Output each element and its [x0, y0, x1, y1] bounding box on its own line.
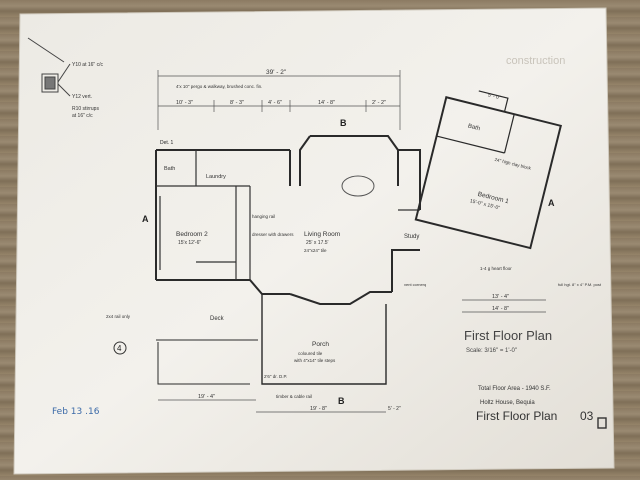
- detail-diagonal: [27, 37, 65, 63]
- plan-title: First Floor Plan: [464, 328, 552, 343]
- exterior-walls: [155, 135, 421, 305]
- detail-note-1: Y10 at 16" c/c: [72, 62, 103, 68]
- wall-living-south: [289, 291, 392, 305]
- detail-note-2: Y12 vert.: [72, 94, 92, 100]
- section-mark-b-top: B: [340, 118, 347, 128]
- right-bath-east-wall: [503, 114, 515, 154]
- section-mark-a-left: A: [142, 214, 149, 224]
- dresser-note: dresser with drawers: [252, 232, 294, 237]
- sheet-number: 03: [580, 409, 594, 423]
- bottom-dimension-lines: [158, 299, 546, 413]
- room-laundry: Laundry: [206, 174, 226, 180]
- dim-seg3: 4' - 6": [268, 100, 282, 106]
- dim-porch-bottom: 19' - 8": [310, 406, 327, 412]
- room-living: Living Room: [304, 231, 340, 238]
- right-top-wall: [478, 90, 509, 112]
- dim-seg4: 14' - 8": [318, 100, 335, 106]
- column-detail: [27, 37, 71, 97]
- rail-only-note: 2x4 rail only: [106, 314, 131, 319]
- deck-edge: [157, 342, 250, 385]
- right-wing-walls: [414, 96, 563, 250]
- top-dimension-lines: [157, 70, 401, 130]
- dim-right-bottom-2: 14' - 8": [492, 306, 509, 312]
- dim-seg1: 10' - 3": [176, 100, 193, 106]
- grid-bubble: [113, 341, 127, 355]
- dim-seg5: 2' - 2": [372, 100, 386, 106]
- wall-study-south: [391, 249, 420, 292]
- column-detail-outline: [41, 73, 59, 93]
- section-mark-b-bottom: B: [338, 396, 345, 406]
- detail-leader-2: [57, 83, 71, 97]
- vent-note: vent cornerq: [404, 282, 426, 287]
- pergola-note: 4'x 10" pergo & walkway, brushed conc. f…: [176, 84, 262, 89]
- interior-walls: [156, 150, 420, 280]
- porch-walls: [261, 294, 387, 385]
- wall-study-east: [398, 149, 421, 210]
- watermark-text: construction: [506, 55, 565, 67]
- wall-south-west: [156, 279, 290, 295]
- section-mark-a-right: A: [548, 198, 555, 208]
- total-floor-area: Total Floor Area - 1940 S.F.: [478, 386, 551, 392]
- detail-leader-1: [57, 63, 71, 83]
- right-bath-wall: [436, 135, 505, 154]
- living-tile-note: 24"x24" tile: [304, 248, 327, 253]
- post-note: full hgt. 8" x 4" P.M. post: [558, 282, 602, 287]
- dim-side-right: 5' - 2": [388, 406, 401, 412]
- hanging-rail-note: hanging rail: [252, 214, 275, 219]
- detail-note-3: R10 stirrups: [72, 106, 99, 112]
- room-bedroom-2: Bedroom 2: [176, 231, 208, 238]
- room-living-size: 25' x 17.5': [306, 240, 329, 246]
- column-detail-core: [44, 76, 56, 90]
- wall-bay-west: [299, 135, 311, 186]
- room-deck: Deck: [210, 316, 225, 322]
- dp-note: 2'6" dr. D.P.: [264, 374, 287, 379]
- dim-overall-top: 39' - 2": [266, 69, 287, 76]
- dim-right-bottom-1: 13' - 4": [492, 294, 509, 300]
- room-porch: Porch: [312, 341, 329, 348]
- porch-steps-note: with 4"x14" tile steps: [294, 358, 336, 363]
- dim-right-top: 5' - 0": [487, 92, 501, 101]
- dim-seg2: 8' - 3": [230, 100, 244, 106]
- title-block-name: First Floor Plan: [476, 409, 557, 423]
- detail-note-4: at 16" c/c: [72, 113, 93, 119]
- bay-window-table: [341, 175, 375, 197]
- paper-sheet: [13, 7, 615, 475]
- project-name: Holtz House, Bequia: [480, 400, 535, 406]
- wall-bay-north: [310, 135, 399, 186]
- room-study: Study: [404, 234, 419, 240]
- sheet-box: [597, 417, 607, 429]
- date-stamp: Feb 13 .16: [52, 407, 100, 417]
- porch-outline: [156, 294, 387, 385]
- porch-coloured-tile: coloured tile: [298, 351, 323, 356]
- floor-note: 1-4 g heart floor: [480, 266, 512, 271]
- dim-deck-bottom: 19' - 4": [198, 394, 215, 400]
- plan-scale: Scale: 3/16" = 1'-0": [466, 348, 517, 354]
- room-bedroom-2-size: 15'x 12'-6": [178, 240, 201, 246]
- timber-rail-note: timber & cable rail: [276, 394, 312, 399]
- room-bath-1: Bath: [164, 166, 175, 172]
- detail-label: Det. 1: [160, 140, 174, 146]
- room-bath-2: Bath: [467, 123, 480, 132]
- grid-bubble-label: 4: [117, 344, 122, 353]
